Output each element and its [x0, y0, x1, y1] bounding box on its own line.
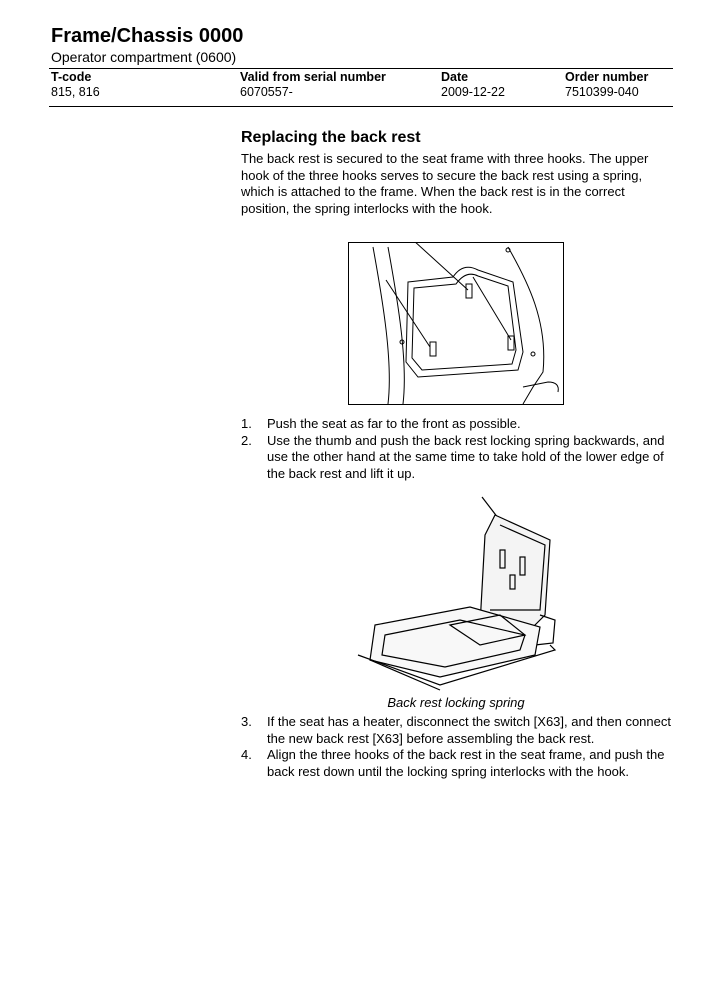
order-label: Order number [565, 70, 649, 84]
step-text: Use the thumb and push the back rest loc… [267, 432, 665, 482]
step-2: 2. Use the thumb and push the back rest l… [241, 433, 673, 483]
figure-back-rest-hooks [348, 242, 564, 405]
step-text: Push the seat as far to the front as pos… [267, 416, 521, 431]
step-3: 3. If the seat has a heater, disconnect t… [241, 714, 673, 747]
intro-paragraph: The back rest is secured to the seat fra… [241, 151, 649, 217]
page-subtitle: Operator compartment (0600) [51, 49, 237, 65]
step-number: 2. [241, 432, 252, 448]
order-value: 7510399-040 [565, 85, 639, 99]
step-number: 3. [241, 714, 252, 729]
header-rule-bottom [49, 106, 673, 107]
figure-seat-lifted [357, 496, 557, 691]
section-heading: Replacing the back rest [241, 129, 421, 146]
date-label: Date [441, 70, 469, 84]
steps-list-2: 3. If the seat has a heater, disconnect t… [241, 714, 673, 781]
tcode-label: T-code [51, 70, 92, 84]
step-1: 1. Push the seat as far to the front as p… [241, 416, 673, 433]
step-text: If the seat has a heater, disconnect the… [267, 714, 671, 746]
step-4: 4. Align the three hooks of the back rest… [241, 747, 673, 780]
tcode-value: 815, 816 [51, 85, 100, 99]
step-number: 4. [241, 747, 252, 763]
figure-caption: Back rest locking spring [387, 695, 525, 710]
step-text: Align the three hooks of the back rest i… [267, 747, 665, 780]
page-title: Frame/Chassis 0000 [51, 25, 244, 47]
header-rule-top [49, 68, 673, 69]
step-number: 1. [241, 416, 252, 431]
serial-value: 6070557- [240, 85, 293, 99]
date-value: 2009-12-22 [441, 85, 505, 99]
serial-label: Valid from serial number [240, 70, 386, 84]
steps-list-1: 1. Push the seat as far to the front as p… [241, 416, 673, 483]
